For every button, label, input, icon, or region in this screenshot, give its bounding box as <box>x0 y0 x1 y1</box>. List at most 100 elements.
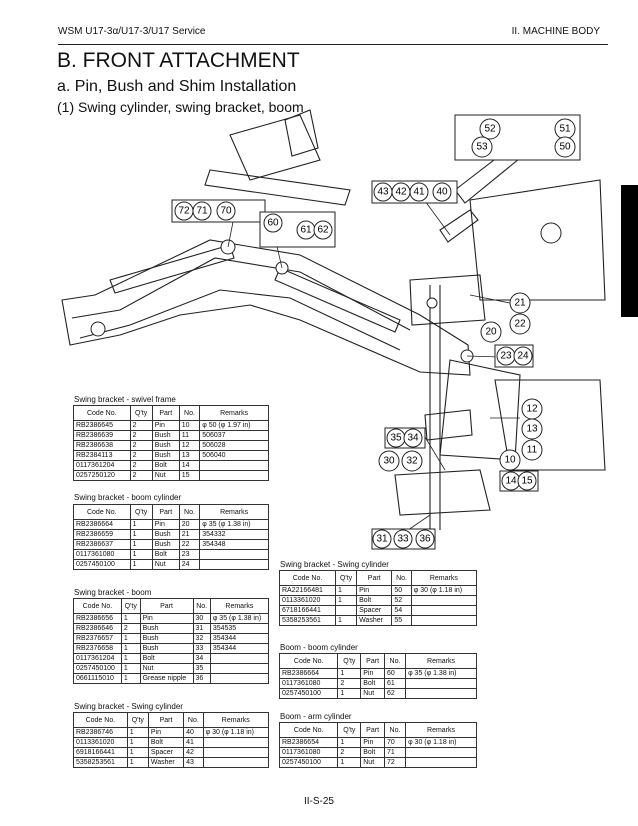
table-cell: Bush <box>139 623 194 634</box>
callout-52-51-53-50: 52 51 53 50 <box>454 114 581 161</box>
header-section: II. MACHINE BODY <box>511 26 600 37</box>
table-cell <box>410 605 478 616</box>
table-cell: 1 <box>337 737 362 748</box>
page-title: B. FRONT ATTACHMENT <box>57 49 300 72</box>
column-header: Code No. <box>278 653 339 669</box>
table-cell: Pin <box>151 420 180 431</box>
header-manual-title: WSM U17-3α/U17-3/U17 Service <box>58 26 206 37</box>
table-cell: 60 <box>383 668 407 679</box>
column-header: No. <box>391 570 412 586</box>
column-header: Remarks <box>405 653 477 669</box>
table-cell: Bush <box>139 633 194 644</box>
table-cell: 1 <box>337 757 362 768</box>
column-header: Code No. <box>73 598 122 614</box>
table-cell: 506040 <box>199 450 269 461</box>
column-header: Q'ty <box>126 712 149 728</box>
table-cell: 2 <box>120 623 141 634</box>
table-cell: Bolt <box>139 653 194 664</box>
table-cell <box>199 470 269 481</box>
table-cell: 0117361204 <box>73 460 131 471</box>
column-header: Part <box>360 722 385 738</box>
svg-text:10: 10 <box>504 455 516 466</box>
column-header: Part <box>139 598 194 614</box>
table-cell: Bolt <box>151 460 180 471</box>
table-cell: 54 <box>391 605 412 616</box>
table-cell: 506037 <box>199 430 269 441</box>
table-cell: 354332 <box>199 529 269 540</box>
table-cell: RB2376657 <box>73 633 122 644</box>
page-number: II-S-25 <box>303 796 334 807</box>
table-cell <box>199 549 269 560</box>
table-caption: Swing bracket - boom <box>74 588 152 597</box>
table-cell: 0117361080 <box>278 747 339 758</box>
diagram-linework <box>61 109 606 530</box>
table-cell <box>410 615 478 626</box>
table-cell: 6718166441 <box>278 605 337 616</box>
column-header: No. <box>383 653 407 669</box>
column-header: Code No. <box>73 405 131 421</box>
svg-text:61: 61 <box>300 225 312 236</box>
table-cell: RB2386639 <box>73 430 131 441</box>
column-header: Code No. <box>278 570 337 586</box>
table-cell: 0257450100 <box>278 757 339 768</box>
column-header: Remarks <box>199 504 269 520</box>
table-cell: 1 <box>337 688 362 699</box>
page-subtitle: a. Pin, Bush and Shim Installation <box>57 78 297 95</box>
table-cell: Bush <box>151 430 180 441</box>
table-cell: 20 <box>178 519 201 530</box>
table-cell: 30 <box>192 613 211 624</box>
table-cell: 1 <box>120 633 141 644</box>
callout-43-42-41-40: 43 42 41 40 <box>371 180 458 204</box>
svg-text:30: 30 <box>383 456 395 467</box>
svg-text:23: 23 <box>500 351 512 362</box>
table-caption: Boom - arm cylinder <box>280 712 352 721</box>
table-cell: 0117361080 <box>73 549 131 560</box>
svg-text:70: 70 <box>220 206 232 217</box>
callout-21-22-20-23-24: 21 22 20 23 24 <box>480 292 534 368</box>
table-cell: RB2386646 <box>73 623 122 634</box>
table-cell: 2 <box>129 470 153 481</box>
column-header: Q'ty <box>337 722 362 738</box>
table-cell: φ 50 (φ 1.97 in) <box>199 420 269 431</box>
table-cell: Nut <box>151 470 180 481</box>
svg-text:21: 21 <box>514 298 526 309</box>
table-cell: 354348 <box>199 539 269 550</box>
table-cell: RA22166481 <box>278 585 337 596</box>
table-cell: 32 <box>192 633 211 644</box>
svg-text:32: 32 <box>406 456 418 467</box>
table-cell: Washer <box>356 615 393 626</box>
table-cell: 61 <box>383 678 407 689</box>
table-cell: 5358253561 <box>278 615 337 626</box>
table-cell: RB2386637 <box>73 539 131 550</box>
table-cell: 23 <box>178 549 201 560</box>
table-cell: Bush <box>151 529 180 540</box>
table-cell: 40 <box>183 727 204 738</box>
svg-text:43: 43 <box>377 187 389 198</box>
table-cell: 15 <box>178 470 201 481</box>
column-header: No. <box>178 504 201 520</box>
table-cell: Pin <box>360 668 385 679</box>
table-cell: 33 <box>192 643 211 654</box>
column-header: No. <box>192 598 211 614</box>
table-cell: 21 <box>178 529 201 540</box>
svg-text:14: 14 <box>505 476 517 487</box>
table-cell: φ 30 (φ 1.18 in) <box>202 727 270 738</box>
table-cell: 1 <box>335 595 358 606</box>
table-cell: 0257250120 <box>73 470 131 481</box>
table-cell: Bush <box>151 539 180 550</box>
table-cell: RB2386659 <box>73 529 131 540</box>
